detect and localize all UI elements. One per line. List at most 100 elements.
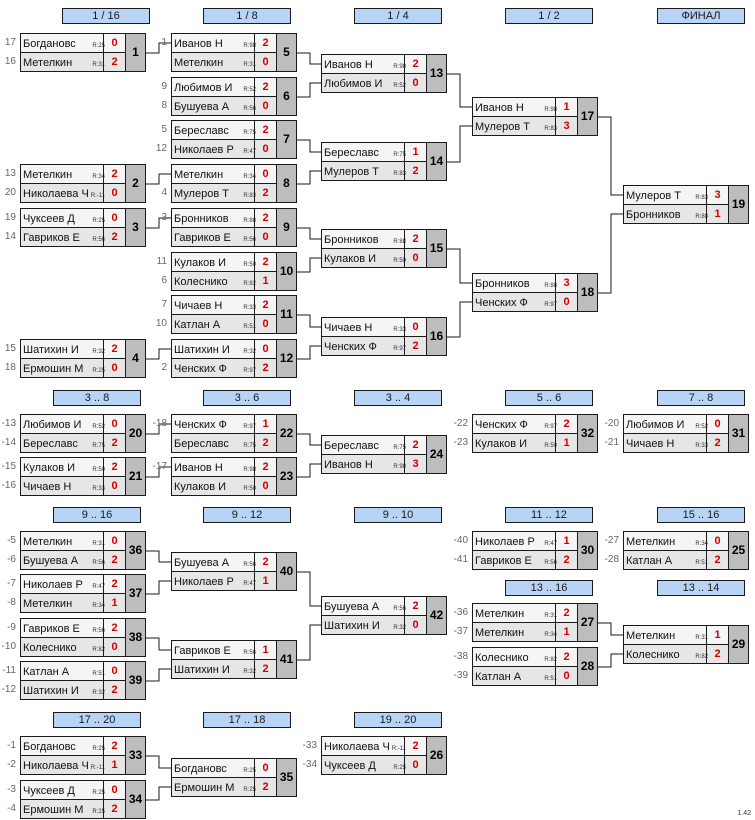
match-box[interactable]: МетелкинR:310Бушуева АR:56236	[20, 531, 146, 571]
player-slot[interactable]: Ченских ФR:972	[321, 336, 427, 356]
player-slot[interactable]: Кулаков ИR:500	[171, 476, 277, 496]
match-box[interactable]: Ченских ФR:972Кулаков ИR:50132	[472, 414, 598, 454]
player-slot[interactable]: Кулаков ИR:502	[20, 457, 126, 477]
player-slot[interactable]: Бушуева АR:560	[171, 96, 277, 116]
player-slot[interactable]: БереславсR:752	[171, 433, 277, 453]
player-slot[interactable]: МетелкинR:312	[20, 52, 126, 72]
match-box[interactable]: МетелкинR:342Николаева ЧR:-1102	[20, 164, 146, 204]
match-box[interactable]: Кулаков ИR:502КолесникоR:82110	[171, 252, 297, 292]
match-box[interactable]: Шатихин ИR:320Ченских ФR:97212	[171, 339, 297, 379]
player-slot[interactable]: МетелкинR:340	[171, 164, 277, 184]
player-slot[interactable]: Чуксеев ДR:250	[20, 780, 126, 800]
player-slot[interactable]: Ченских ФR:972	[472, 414, 578, 434]
match-box[interactable]: Иванов НR:982Любимов ИR:52013	[321, 54, 447, 94]
player-slot[interactable]: Любимов ИR:520	[321, 73, 427, 93]
match-box[interactable]: МетелкинR:311КолесникоR:82229	[623, 625, 749, 665]
match-box[interactable]: Катлан АR:510Шатихин ИR:32239	[20, 661, 146, 701]
player-slot[interactable]: Иванов НR:981	[472, 97, 578, 117]
match-box[interactable]: Иванов НR:981Мулеров ТR:83317	[472, 97, 598, 137]
player-slot[interactable]: Ченских ФR:971	[171, 414, 277, 434]
player-slot[interactable]: Николаев РR:471	[171, 571, 277, 591]
player-slot[interactable]: БогдановсR:252	[20, 736, 126, 756]
player-slot[interactable]: Шатихин ИR:322	[20, 339, 126, 359]
player-slot[interactable]: Николаева ЧR:-111	[20, 755, 126, 775]
match-box[interactable]: Николаева ЧR:-112Чуксеев ДR:25026	[321, 736, 447, 776]
match-box[interactable]: Ченских ФR:971БереславсR:75222	[171, 414, 297, 454]
player-slot[interactable]: Николаева ЧR:-110	[20, 183, 126, 203]
player-slot[interactable]: БереславсR:752	[321, 435, 427, 455]
player-slot[interactable]: Любимов ИR:520	[623, 414, 729, 434]
player-slot[interactable]: Шатихин ИR:320	[321, 615, 427, 635]
player-slot[interactable]: Чуксеев ДR:250	[20, 208, 126, 228]
match-box[interactable]: Николаев РR:472МетелкинR:34137	[20, 574, 146, 614]
match-box[interactable]: Шатихин ИR:322Ермошин МR:2504	[20, 339, 146, 379]
player-slot[interactable]: БронниковR:883	[472, 273, 578, 293]
match-box[interactable]: Николаев РR:471Гавриков ЕR:56230	[472, 531, 598, 571]
player-slot[interactable]: БереславсR:752	[20, 433, 126, 453]
player-slot[interactable]: Ермошин МR:250	[20, 358, 126, 378]
player-slot[interactable]: Катлан АR:512	[623, 550, 729, 570]
player-slot[interactable]: Чичаев НR:332	[623, 433, 729, 453]
player-slot[interactable]: Николаев РR:471	[472, 531, 578, 551]
player-slot[interactable]: Кулаков ИR:500	[321, 248, 427, 268]
match-box[interactable]: КолесникоR:822Катлан АR:51028	[472, 647, 598, 687]
player-slot[interactable]: Иванов НR:983	[321, 454, 427, 474]
match-box[interactable]: Чичаев НR:332Катлан АR:51011	[171, 295, 297, 335]
player-slot[interactable]: МетелкинR:342	[20, 164, 126, 184]
player-slot[interactable]: БогдановсR:250	[20, 33, 126, 53]
player-slot[interactable]: Мулеров ТR:832	[321, 161, 427, 181]
player-slot[interactable]: Иванов НR:982	[171, 457, 277, 477]
player-slot[interactable]: Николаев РR:470	[171, 139, 277, 159]
player-slot[interactable]: БогдановсR:250	[171, 758, 277, 778]
match-box[interactable]: Любимов ИR:520БереславсR:75220	[20, 414, 146, 454]
player-slot[interactable]: Кулаков ИR:502	[171, 252, 277, 272]
player-slot[interactable]: КолесникоR:821	[171, 271, 277, 291]
match-box[interactable]: БронниковR:882Кулаков ИR:50015	[321, 229, 447, 269]
player-slot[interactable]: Бушуева АR:562	[321, 596, 427, 616]
player-slot[interactable]: Гавриков ЕR:562	[20, 618, 126, 638]
player-slot[interactable]: Иванов НR:982	[171, 33, 277, 53]
player-slot[interactable]: Мулеров ТR:833	[623, 185, 729, 205]
match-box[interactable]: Мулеров ТR:833БронниковR:88119	[623, 185, 749, 225]
player-slot[interactable]: КолесникоR:822	[472, 647, 578, 667]
player-slot[interactable]: Шатихин ИR:320	[171, 339, 277, 359]
match-box[interactable]: Гавриков ЕR:562КолесникоR:82038	[20, 618, 146, 658]
player-slot[interactable]: Чичаев НR:330	[321, 317, 427, 337]
player-slot[interactable]: Кулаков ИR:501	[472, 433, 578, 453]
player-slot[interactable]: Гавриков ЕR:562	[20, 227, 126, 247]
match-box[interactable]: Чуксеев ДR:250Гавриков ЕR:5623	[20, 208, 146, 248]
player-slot[interactable]: Катлан АR:510	[171, 314, 277, 334]
match-box[interactable]: БереславсR:751Мулеров ТR:83214	[321, 142, 447, 182]
player-slot[interactable]: Шатихин ИR:322	[171, 659, 277, 679]
player-slot[interactable]: БереславсR:751	[321, 142, 427, 162]
match-box[interactable]: Гавриков ЕR:561Шатихин ИR:32241	[171, 640, 297, 680]
match-box[interactable]: Бушуева АR:562Шатихин ИR:32042	[321, 596, 447, 636]
player-slot[interactable]: Николаева ЧR:-112	[321, 736, 427, 756]
player-slot[interactable]: МетелкинR:311	[623, 625, 729, 645]
player-slot[interactable]: Ермошин МR:252	[171, 777, 277, 797]
player-slot[interactable]: МетелкинR:310	[171, 52, 277, 72]
match-box[interactable]: МетелкинR:340Мулеров ТR:8328	[171, 164, 297, 204]
match-box[interactable]: БогдановсR:250МетелкинR:3121	[20, 33, 146, 73]
match-box[interactable]: БогдановсR:252Николаева ЧR:-11133	[20, 736, 146, 776]
player-slot[interactable]: Катлан АR:510	[20, 661, 126, 681]
player-slot[interactable]: БереславсR:752	[171, 120, 277, 140]
match-box[interactable]: БронниковR:882Гавриков ЕR:5609	[171, 208, 297, 248]
player-slot[interactable]: Николаев РR:472	[20, 574, 126, 594]
player-slot[interactable]: Катлан АR:510	[472, 666, 578, 686]
player-slot[interactable]: Мулеров ТR:833	[472, 116, 578, 136]
player-slot[interactable]: БронниковR:882	[171, 208, 277, 228]
match-box[interactable]: Кулаков ИR:502Чичаев НR:33021	[20, 457, 146, 497]
match-box[interactable]: МетелкинR:312МетелкинR:34127	[472, 603, 598, 643]
player-slot[interactable]: МетелкинR:340	[623, 531, 729, 551]
player-slot[interactable]: Шатихин ИR:322	[20, 680, 126, 700]
player-slot[interactable]: Чичаев НR:330	[20, 476, 126, 496]
player-slot[interactable]: Бушуева АR:562	[20, 550, 126, 570]
match-box[interactable]: БогдановсR:250Ермошин МR:25235	[171, 758, 297, 798]
player-slot[interactable]: Чуксеев ДR:250	[321, 755, 427, 775]
player-slot[interactable]: Бушуева АR:562	[171, 552, 277, 572]
player-slot[interactable]: Любимов ИR:522	[171, 77, 277, 97]
player-slot[interactable]: Ермошин МR:252	[20, 799, 126, 819]
match-box[interactable]: Любимов ИR:520Чичаев НR:33231	[623, 414, 749, 454]
player-slot[interactable]: МетелкинR:312	[472, 603, 578, 623]
